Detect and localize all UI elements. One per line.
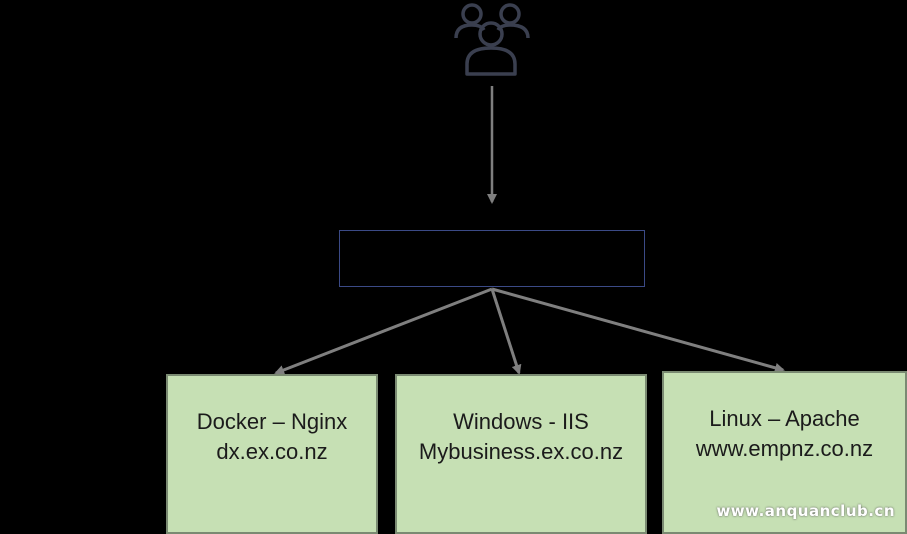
server-title: Windows - IIS xyxy=(453,409,589,434)
proxy-to-docker-arrow xyxy=(274,287,493,375)
proxy-box xyxy=(339,230,645,287)
proxy-to-windows-arrow xyxy=(490,288,522,375)
proxy-to-linux-arrow xyxy=(491,287,785,373)
server-domain: www.empnz.co.nz xyxy=(695,435,874,461)
server-domain: dx.ex.co.nz xyxy=(216,439,328,464)
server-title: Docker – Nginx xyxy=(196,409,348,434)
docker-nginx-server: Docker – Nginx dx.ex.co.nz xyxy=(166,374,378,534)
server-title: Linux – Apache xyxy=(709,405,860,431)
windows-iis-server: Windows - IIS Mybusiness.ex.co.nz xyxy=(395,374,647,534)
users-group-icon xyxy=(454,3,530,76)
watermark-text: www.anquanclub.cn xyxy=(716,502,895,520)
server-domain: Mybusiness.ex.co.nz xyxy=(418,439,624,464)
linux-apache-server: Linux – Apache www.empnz.co.nz xyxy=(662,371,907,534)
